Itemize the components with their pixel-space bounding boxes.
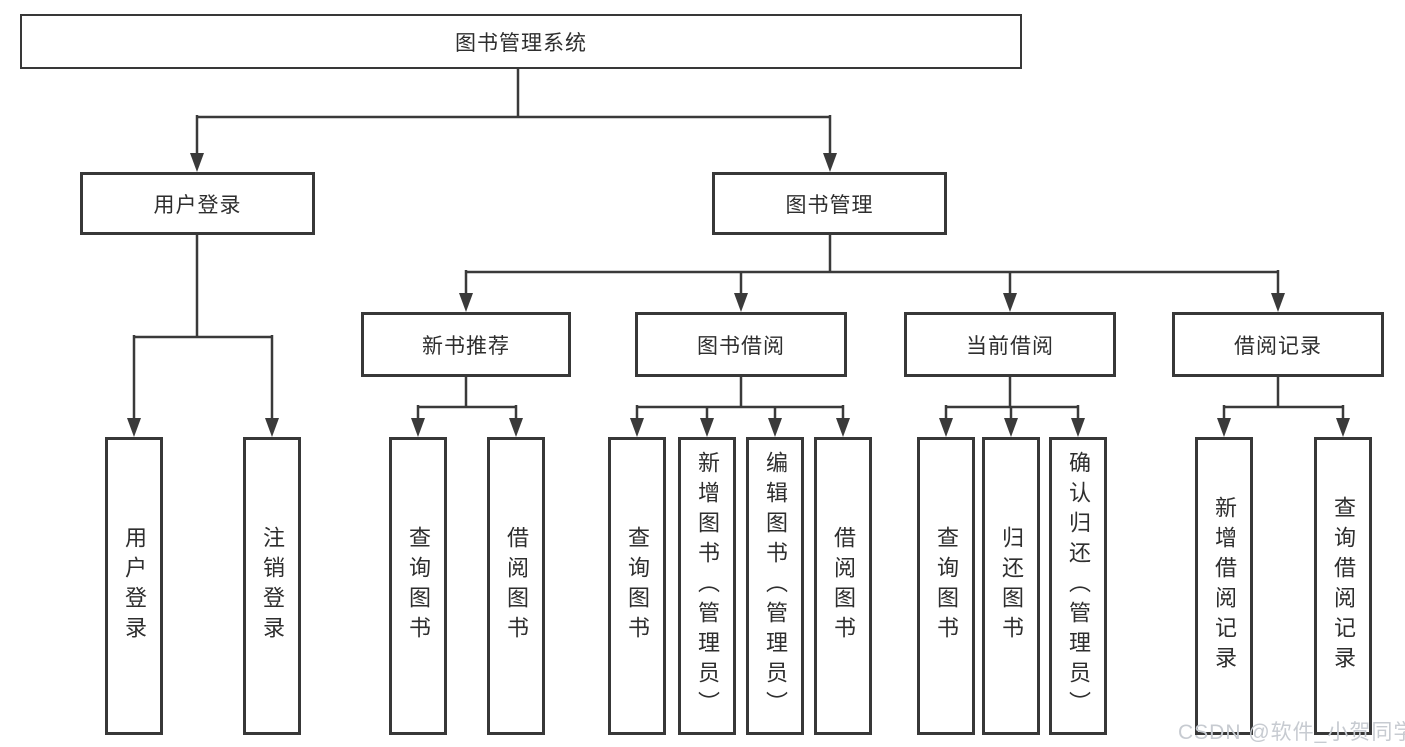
arrow-down-icon xyxy=(836,418,850,437)
arrow-down-icon xyxy=(1336,418,1350,437)
leaf-logout: 注销登录 xyxy=(243,437,301,735)
arrow-down-icon xyxy=(1003,293,1017,312)
node-label: 借阅记录 xyxy=(1234,334,1322,358)
arrow-down-icon xyxy=(459,293,473,312)
watermark: CSDN @软件_小贺同学 xyxy=(1178,721,1405,744)
leaf-edit-book-admin: 编辑图书（管理员） xyxy=(746,437,804,735)
connector-root-to-level2 xyxy=(195,69,832,156)
leaf-borrow-books: 借阅图书 xyxy=(814,437,872,735)
node-new-book-recommend: 新书推荐 xyxy=(361,312,571,377)
node-label: 图书管理系统 xyxy=(455,31,587,55)
arrow-down-icon xyxy=(630,418,644,437)
arrow-down-icon xyxy=(265,418,279,437)
node-label: 查询图书 xyxy=(625,526,650,646)
connector-borrowing-to-children xyxy=(635,376,845,421)
leaf-user-login: 用户登录 xyxy=(105,437,163,735)
leaf-query-books: 查询图书 xyxy=(389,437,447,735)
connector-bookmgmt-to-level3 xyxy=(464,234,1280,296)
node-label: 查询借阅记录 xyxy=(1331,496,1356,676)
node-borrowing-records: 借阅记录 xyxy=(1172,312,1384,377)
node-book-management: 图书管理 xyxy=(712,172,947,235)
leaf-add-borrow-record: 新增借阅记录 xyxy=(1195,437,1253,735)
connector-records-to-children xyxy=(1222,376,1345,421)
node-user-login: 用户登录 xyxy=(80,172,315,235)
leaf-query-books: 查询图书 xyxy=(917,437,975,735)
node-label: 新书推荐 xyxy=(422,334,510,358)
node-label: 新增图书（管理员） xyxy=(695,451,720,721)
arrow-down-icon xyxy=(823,153,837,172)
arrow-down-icon xyxy=(700,418,714,437)
node-label: 用户登录 xyxy=(122,526,147,646)
node-book-borrowing: 图书借阅 xyxy=(635,312,847,377)
node-current-borrowing: 当前借阅 xyxy=(904,312,1116,377)
arrow-down-icon xyxy=(127,418,141,437)
arrow-down-icon xyxy=(1004,418,1018,437)
node-label: 查询图书 xyxy=(934,526,959,646)
arrow-down-icon xyxy=(768,418,782,437)
node-label: 编辑图书（管理员） xyxy=(763,451,788,721)
node-label: 图书借阅 xyxy=(697,334,785,358)
arrow-down-icon xyxy=(411,418,425,437)
node-label: 注销登录 xyxy=(260,526,285,646)
arrow-down-icon xyxy=(1217,418,1231,437)
arrow-down-icon xyxy=(509,418,523,437)
leaf-query-books: 查询图书 xyxy=(608,437,666,735)
leaf-return-books: 归还图书 xyxy=(982,437,1040,735)
arrow-down-icon xyxy=(939,418,953,437)
node-label: 借阅图书 xyxy=(504,526,529,646)
arrow-down-icon xyxy=(734,293,748,312)
leaf-confirm-return-admin: 确认归还（管理员） xyxy=(1049,437,1107,735)
connector-userlogin-to-children xyxy=(132,234,274,421)
node-label: 确认归还（管理员） xyxy=(1066,451,1091,721)
node-label: 查询图书 xyxy=(406,526,431,646)
arrowheads xyxy=(127,153,1350,437)
connector-current-to-children xyxy=(944,376,1080,421)
arrow-down-icon xyxy=(190,153,204,172)
leaf-borrow-books: 借阅图书 xyxy=(487,437,545,735)
arrow-down-icon xyxy=(1071,418,1085,437)
node-label: 归还图书 xyxy=(999,526,1024,646)
node-label: 当前借阅 xyxy=(966,334,1054,358)
leaf-add-book-admin: 新增图书（管理员） xyxy=(678,437,736,735)
node-label: 新增借阅记录 xyxy=(1212,496,1237,676)
node-label: 用户登录 xyxy=(153,193,242,217)
leaf-query-borrow-record: 查询借阅记录 xyxy=(1314,437,1372,735)
node-label: 借阅图书 xyxy=(831,526,856,646)
connector-newbooks-to-children xyxy=(416,376,518,421)
arrow-down-icon xyxy=(1271,293,1285,312)
node-library-system: 图书管理系统 xyxy=(20,14,1022,69)
node-label: 图书管理 xyxy=(785,193,874,217)
